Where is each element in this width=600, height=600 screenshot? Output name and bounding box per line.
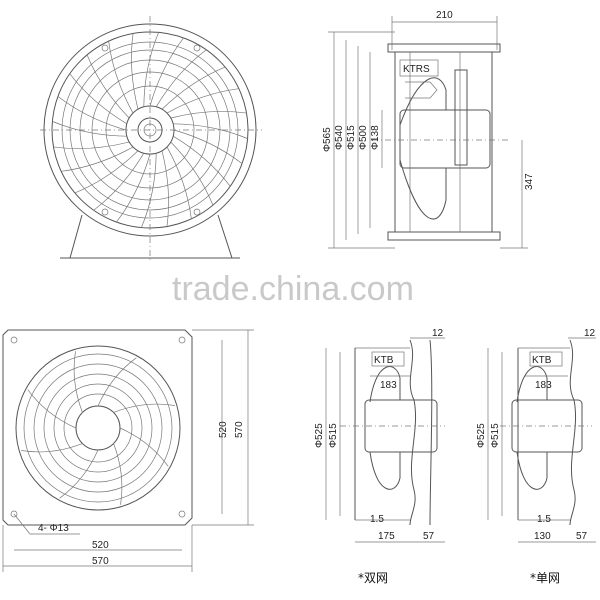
guard-spoke bbox=[149, 37, 184, 107]
dim-210: 210 bbox=[436, 10, 453, 21]
dim-d515-double: Φ515 bbox=[328, 423, 339, 448]
dim-holes: 4- Φ13 bbox=[38, 523, 69, 534]
dim-d565: Φ565 bbox=[322, 127, 333, 152]
guard-spoke bbox=[161, 150, 169, 227]
fan-side-view: 210 KTRS Φ565 Φ540 Φ515 Φ500 Φ bbox=[322, 10, 535, 249]
guard-spoke bbox=[170, 141, 214, 206]
guard-spoke bbox=[166, 88, 239, 114]
guard-spoke bbox=[97, 357, 137, 407]
dim-570-vertical: 570 bbox=[234, 421, 245, 438]
guard-spoke bbox=[131, 33, 139, 110]
motor-label-ktb-single: KTB bbox=[532, 355, 552, 366]
guard-spoke bbox=[161, 66, 226, 110]
dim-57-single: 57 bbox=[576, 531, 588, 542]
guard-spoke bbox=[173, 135, 231, 187]
dim-d525-single: Φ525 bbox=[476, 423, 487, 448]
dim-d540: Φ540 bbox=[334, 125, 345, 150]
guard-spoke bbox=[155, 49, 207, 107]
fan-round-front-view bbox=[40, 16, 262, 262]
dim-1-5-double: 1.5 bbox=[370, 514, 384, 525]
guard-spoke bbox=[27, 389, 77, 429]
motor-label-ktrs: KTRS bbox=[403, 64, 430, 75]
guard-spoke bbox=[61, 146, 134, 172]
dim-347: 347 bbox=[524, 173, 535, 190]
dim-1-5-single: 1.5 bbox=[537, 514, 551, 525]
dim-520-horizontal: 520 bbox=[92, 540, 109, 551]
guard-spoke bbox=[116, 153, 151, 223]
caption-double-grille: *双网 bbox=[358, 571, 388, 585]
dim-183-double: 183 bbox=[380, 380, 397, 391]
guard-spoke bbox=[108, 41, 134, 114]
motor-label-ktb-double: KTB bbox=[374, 355, 394, 366]
dim-175: 175 bbox=[378, 531, 395, 542]
guard-spoke bbox=[74, 150, 139, 194]
guard-spoke bbox=[166, 146, 192, 219]
dim-57-double: 57 bbox=[423, 531, 435, 542]
caption-single-grille: *单网 bbox=[530, 571, 560, 585]
dim-d525-double: Φ525 bbox=[314, 423, 325, 448]
guard-spoke bbox=[143, 32, 159, 107]
guard-spoke bbox=[173, 129, 243, 164]
guard-spoke bbox=[21, 443, 83, 453]
dim-d515: Φ515 bbox=[346, 125, 357, 150]
dim-12-double: 12 bbox=[432, 328, 444, 339]
guard-spoke bbox=[113, 403, 175, 413]
watermark: trade.china.com bbox=[172, 270, 414, 308]
dim-12-single: 12 bbox=[584, 328, 596, 339]
dim-520-vertical: 520 bbox=[218, 421, 229, 438]
guard-spoke bbox=[57, 96, 127, 131]
guard-spoke bbox=[73, 351, 83, 413]
guard-spoke bbox=[86, 54, 130, 119]
dim-d500: Φ500 bbox=[358, 125, 369, 150]
guard-spoke bbox=[170, 111, 247, 119]
guard-spoke bbox=[141, 153, 157, 228]
guard-spoke bbox=[119, 427, 169, 467]
dim-570-horizontal: 570 bbox=[92, 556, 109, 567]
dim-183-single: 183 bbox=[535, 380, 552, 391]
single-grille-side-view: KTB 183 Φ525 Φ515 12 1.5 130 57 *单网 bbox=[476, 328, 596, 585]
dim-d515-single: Φ515 bbox=[490, 423, 501, 448]
guard-spoke bbox=[93, 153, 145, 211]
guard-spoke bbox=[173, 123, 248, 139]
guard-spoke bbox=[59, 449, 99, 499]
double-grille-side-view: KTB 183 Φ525 Φ515 12 1.5 175 57 *双网 bbox=[314, 328, 445, 585]
guard-spoke bbox=[113, 443, 123, 505]
dim-130: 130 bbox=[534, 531, 551, 542]
guard-spoke bbox=[53, 141, 130, 149]
guard-spoke bbox=[69, 73, 127, 125]
guard-spoke bbox=[52, 121, 127, 137]
fan-plate-front-view: 520 570 520 570 4- Φ13 bbox=[2, 329, 254, 572]
dim-d138: Φ138 bbox=[370, 125, 381, 150]
